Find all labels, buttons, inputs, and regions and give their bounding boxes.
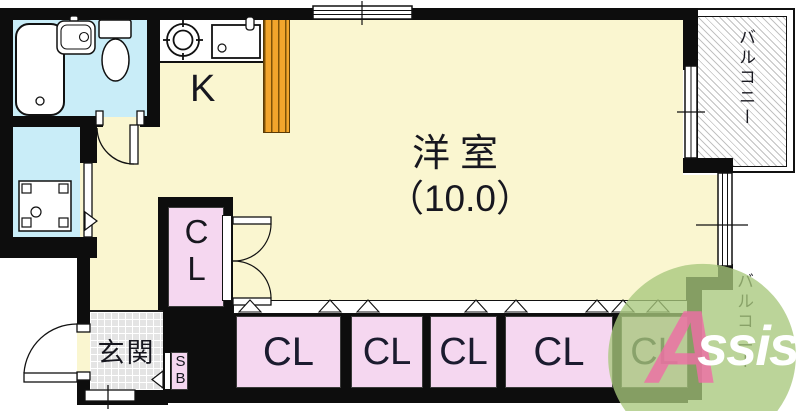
entry-swing-triangle bbox=[151, 369, 164, 390]
folding-partition bbox=[263, 18, 290, 133]
closet-row-triangles bbox=[237, 299, 671, 313]
entrance-step bbox=[84, 385, 136, 409]
bathroom-door bbox=[95, 110, 145, 165]
wall-bath-bottom-a bbox=[13, 116, 103, 127]
balcony-top-deck bbox=[697, 16, 787, 167]
entrance-door bbox=[23, 323, 91, 383]
bathtub-icon bbox=[15, 23, 65, 116]
sink-icon bbox=[56, 15, 96, 55]
laundry-door bbox=[83, 162, 98, 238]
main-room-label: 洋室 bbox=[411, 133, 508, 175]
closet-2 bbox=[351, 316, 423, 388]
kitchen-sink-icon bbox=[211, 16, 261, 59]
washer-pan-icon bbox=[18, 180, 72, 232]
closet-tall-door bbox=[222, 215, 232, 301]
assist-logo-a: A bbox=[646, 290, 722, 406]
wall-bath-right bbox=[147, 20, 160, 127]
closet-1-label: CL bbox=[262, 330, 315, 374]
closet-4-label: CL bbox=[533, 330, 585, 374]
main-room-size: （10.0） bbox=[386, 178, 533, 219]
closet-3 bbox=[430, 316, 497, 388]
wall-bath-bottom-b bbox=[140, 116, 160, 127]
assist-logo-text: ssist bbox=[697, 314, 800, 377]
stove-icon bbox=[163, 20, 203, 60]
wall-laundry-right bbox=[80, 127, 97, 163]
closet-3-label: CL bbox=[439, 331, 488, 373]
closet-2-label: CL bbox=[362, 331, 412, 373]
shoe-box bbox=[171, 352, 188, 390]
closet-1 bbox=[236, 316, 341, 388]
shoe-box-door bbox=[164, 352, 171, 390]
wall-balcony-bottom bbox=[683, 158, 733, 173]
outside-area bbox=[0, 250, 77, 411]
wall-balcony-left-upper bbox=[683, 8, 698, 70]
entrance-label: 玄関 bbox=[97, 338, 156, 368]
window-balcony bbox=[677, 65, 705, 159]
wall-left bbox=[0, 8, 13, 250]
closet-tall-label: CL bbox=[178, 213, 215, 287]
closet-tall-double-doors bbox=[232, 216, 272, 306]
shoe-box-label: SB bbox=[172, 353, 189, 387]
toilet-icon bbox=[98, 19, 132, 82]
closet-tall-interior bbox=[168, 207, 224, 307]
entrance-tiles bbox=[90, 310, 163, 390]
window-right bbox=[696, 172, 748, 267]
window-top bbox=[312, 1, 413, 25]
kitchen-label: K bbox=[190, 68, 216, 110]
balcony-top-label: バルコニー bbox=[736, 28, 755, 128]
wall-entry-upper bbox=[77, 258, 90, 330]
closet-4 bbox=[505, 316, 613, 388]
wall-laundry-bottom bbox=[0, 237, 97, 258]
